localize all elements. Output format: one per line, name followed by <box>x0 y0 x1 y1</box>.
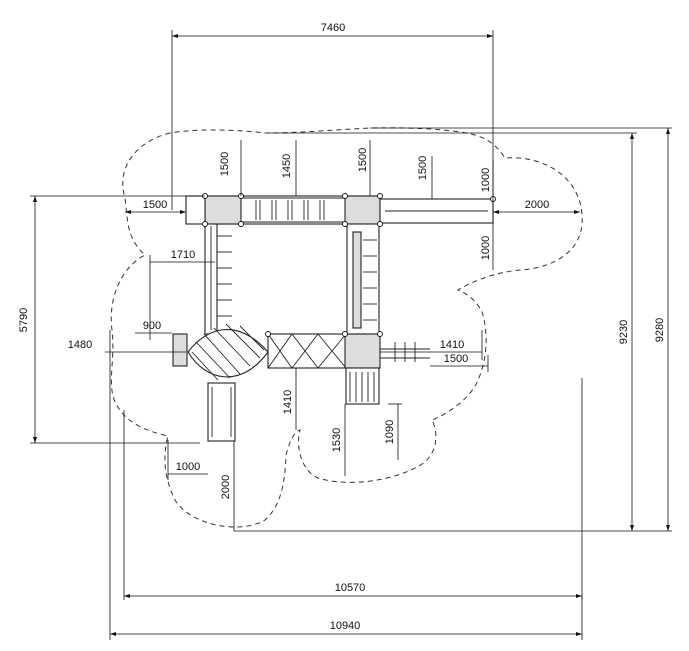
right-ladder <box>352 231 362 329</box>
bottom-steps <box>345 367 380 405</box>
dim-pillar-top-2: 1500 <box>357 148 369 172</box>
dim-steps-right: 1090 <box>384 420 396 444</box>
dim-beam-top: 1450 <box>281 154 293 178</box>
bottom-left-ladder-lines <box>211 387 232 437</box>
left-wall <box>172 333 188 367</box>
right-tower-column <box>346 223 380 335</box>
bottom-right-tower <box>344 333 381 369</box>
dim-overall-width-outer: 10940 <box>330 620 361 632</box>
dim-left-wall: 1480 <box>68 339 92 351</box>
dimension-lines <box>30 30 672 640</box>
dim-overall-height-inner: 9230 <box>618 320 630 344</box>
bridge-deck <box>267 333 347 369</box>
left-top-platform <box>185 195 206 225</box>
dim-pillar-top-1: 1500 <box>219 152 231 176</box>
dim-left-top-gap: 1500 <box>143 199 167 211</box>
dim-slide-right-top: 1000 <box>480 168 492 192</box>
right-ladder-rungs <box>363 239 377 321</box>
bridge-truss <box>267 333 347 369</box>
dim-climber-left: 1710 <box>171 249 195 261</box>
dim-bridge-below: 1410 <box>282 390 294 414</box>
dim-right-deck-1: 1410 <box>440 339 464 351</box>
dim-steps-below: 1530 <box>331 428 343 452</box>
tower-right-top <box>344 195 381 225</box>
dim-slide-right-width: 2000 <box>525 199 549 211</box>
dim-overall-width-inner: 10570 <box>335 582 366 594</box>
joint-markers <box>202 193 496 337</box>
dim-slide-top: 1500 <box>417 156 429 180</box>
dim-top-width: 7460 <box>321 22 345 34</box>
dim-ladder-left: 1000 <box>176 461 200 473</box>
tower-left-top <box>204 195 242 225</box>
left-diamond-hatching <box>191 323 265 381</box>
climbing-rungs <box>217 235 232 317</box>
dim-right-deck-2: 1500 <box>444 353 468 365</box>
left-diamond-deck <box>187 329 269 378</box>
dim-slide-right-bottom: 1000 <box>480 236 492 260</box>
bottom-left-ladder <box>207 382 236 442</box>
dimension-arrowheads <box>33 34 670 636</box>
bottom-steps-lines <box>349 372 375 402</box>
top-panel-grille <box>241 197 345 223</box>
dim-overall-height-outer: 9280 <box>654 318 666 342</box>
dim-deck-left: 900 <box>143 320 161 332</box>
dim-left-overall: 5790 <box>18 308 30 332</box>
dim-ladder-below: 2000 <box>220 475 232 499</box>
